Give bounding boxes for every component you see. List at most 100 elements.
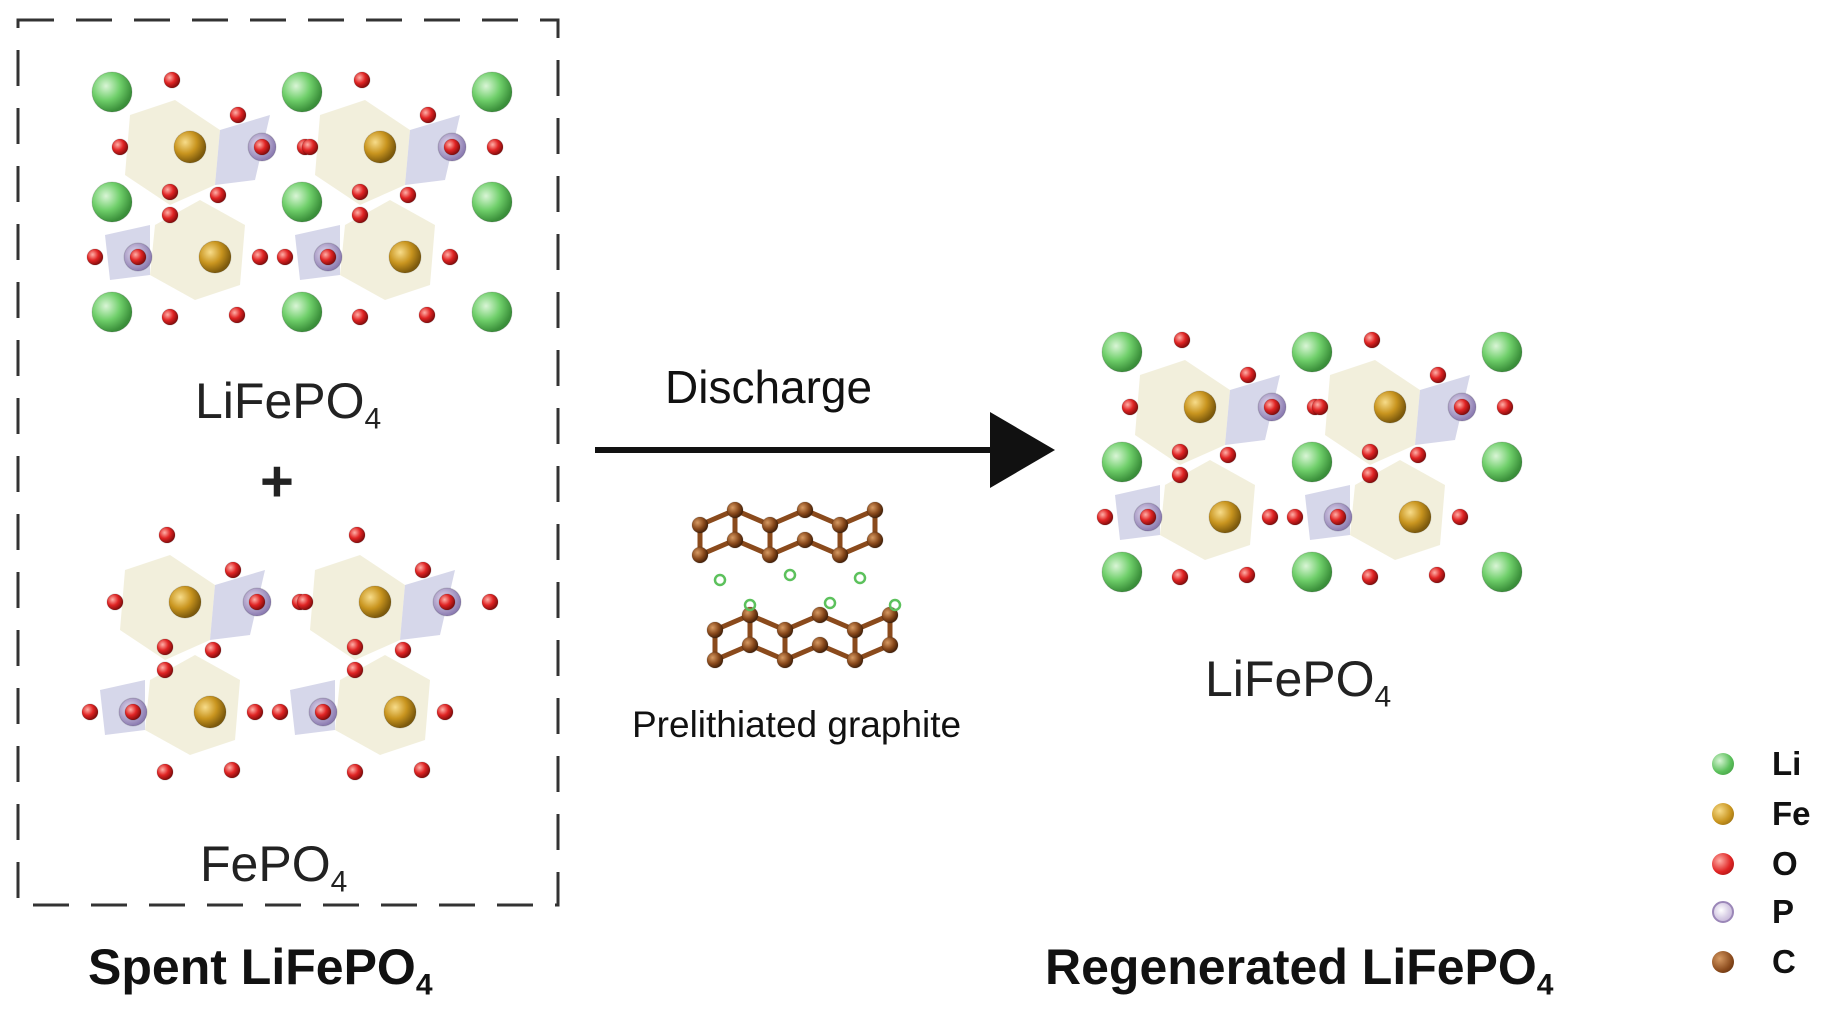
fe-atom: [1373, 390, 1407, 424]
c-legend-dot: [1712, 951, 1734, 973]
fe-atom: [1183, 390, 1217, 424]
p-legend-dot: [1712, 901, 1734, 923]
o-atom: [314, 703, 332, 721]
fe-atom: [383, 695, 417, 729]
o-atom: [204, 641, 222, 659]
o-atom: [161, 206, 179, 224]
po4-tetrahedron: [405, 115, 460, 185]
feo6-polyhedron: [120, 555, 215, 660]
li-atom: [471, 291, 513, 333]
o-atom: [413, 761, 431, 779]
feo6-polyhedron: [335, 655, 430, 755]
c-atom: [761, 516, 779, 534]
o-atom: [1139, 508, 1157, 526]
o-atom: [251, 248, 269, 266]
o-atom: [129, 248, 147, 266]
feo6-polyhedron: [1160, 460, 1255, 560]
o-atom: [296, 593, 314, 611]
li-atom: [1481, 551, 1523, 593]
lifepo4-top-structure: [86, 71, 513, 333]
o-atom: [1496, 398, 1514, 416]
li-atom: [281, 181, 323, 223]
o-atom: [351, 308, 369, 326]
o-atom: [1361, 568, 1379, 586]
o-atom: [1261, 508, 1279, 526]
o-atom: [1096, 508, 1114, 526]
prelithiated-graphite-icon: [691, 501, 902, 669]
o-atom: [351, 206, 369, 224]
o-atom: [253, 138, 271, 156]
o-atom: [394, 641, 412, 659]
fe-atom: [168, 585, 202, 619]
o-atom: [346, 638, 364, 656]
o-atom: [81, 703, 99, 721]
o-atom: [156, 638, 174, 656]
o-atom: [1173, 331, 1191, 349]
o-atom: [481, 593, 499, 611]
o-atom: [419, 106, 437, 124]
reaction-arrow-head: [990, 412, 1055, 488]
o-atom: [1121, 398, 1139, 416]
o-atom: [209, 186, 227, 204]
c-atom: [741, 636, 759, 654]
o-atom: [161, 308, 179, 326]
c-atom: [706, 621, 724, 639]
c-atom: [831, 546, 849, 564]
prelithiated-graphite-label: Prelithiated graphite: [632, 704, 962, 745]
o-atom: [86, 248, 104, 266]
o-atom: [156, 763, 174, 781]
li-atom: [91, 181, 133, 223]
o-atom: [1171, 466, 1189, 484]
o-atom: [276, 248, 294, 266]
li-atom: [1101, 551, 1143, 593]
li-atom: [1481, 441, 1523, 483]
fe-atom: [363, 130, 397, 164]
o-atom: [224, 561, 242, 579]
po4-tetrahedron: [1225, 375, 1280, 445]
c-atom: [811, 636, 829, 654]
regenerated-lifepo4-caption: Regenerated LiFePO4: [1045, 939, 1554, 1002]
o-atom: [1263, 398, 1281, 416]
li-atom: [281, 71, 323, 113]
li-atom: [1291, 551, 1333, 593]
fe-atom: [198, 240, 232, 274]
o-atom: [1171, 443, 1189, 461]
o-atom: [1451, 508, 1469, 526]
plus-sign: +: [260, 449, 294, 514]
li-atom: [1481, 331, 1523, 373]
li-legend-dot: [1712, 753, 1734, 775]
lifepo4-top-label: LiFePO4: [195, 373, 382, 436]
c-atom: [741, 606, 759, 624]
feo6-polyhedron: [125, 100, 220, 205]
o-atom: [271, 703, 289, 721]
feo6-polyhedron: [310, 555, 405, 660]
fe-legend-dot: [1712, 803, 1734, 825]
o-atom: [158, 526, 176, 544]
o-atom: [163, 71, 181, 89]
feo6-polyhedron: [1135, 360, 1230, 465]
o-atom: [441, 248, 459, 266]
c-atom: [881, 636, 899, 654]
c-atom: [811, 606, 829, 624]
feo6-polyhedron: [340, 200, 435, 300]
lifepo4-regenerated-label: LiFePO4: [1205, 651, 1392, 714]
po4-tetrahedron: [400, 570, 455, 640]
o-atom: [1361, 443, 1379, 461]
c-atom: [796, 531, 814, 549]
li-ion: [743, 598, 757, 612]
feo6-polyhedron: [1350, 460, 1445, 560]
o-atom: [1429, 366, 1447, 384]
c-atom: [726, 531, 744, 549]
o-atom: [1171, 568, 1189, 586]
o-atom: [228, 306, 246, 324]
fe-atom: [388, 240, 422, 274]
fe-atom: [1208, 500, 1242, 534]
li-atom: [471, 71, 513, 113]
o-atom: [1238, 566, 1256, 584]
o-atom: [223, 761, 241, 779]
discharge-label: Discharge: [665, 361, 873, 413]
po4-tetrahedron: [210, 570, 265, 640]
c-atom: [866, 501, 884, 519]
feo6-polyhedron: [315, 100, 410, 205]
o-atom: [399, 186, 417, 204]
